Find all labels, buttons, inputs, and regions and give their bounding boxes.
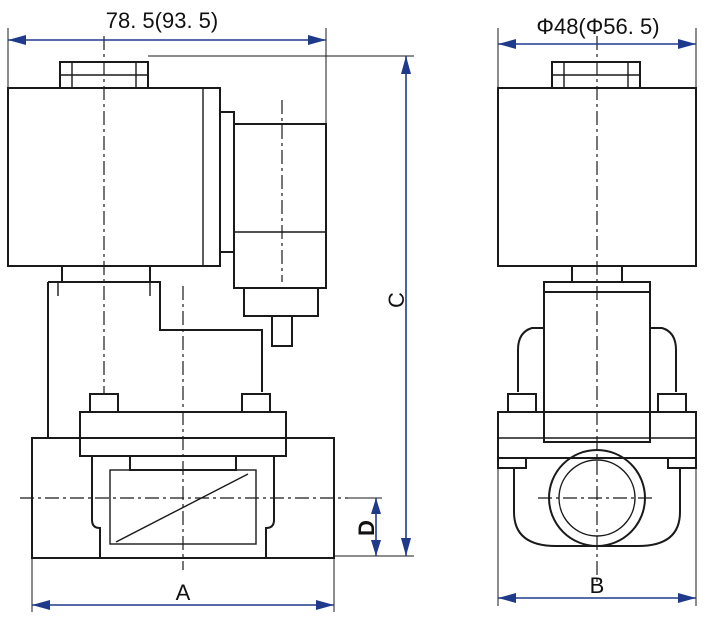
- side-hex-nut: [551, 61, 641, 89]
- dimension-width: 78. 5(93. 5): [7, 8, 327, 124]
- front-connector: [233, 123, 327, 347]
- side-bonnet: [497, 327, 697, 469]
- port-label: D: [354, 520, 379, 536]
- dimension-length: A: [31, 558, 335, 612]
- dimension-port: D: [334, 497, 382, 557]
- height-label: C: [384, 292, 409, 308]
- dimension-diameter: Φ48(Φ56. 5): [497, 14, 697, 88]
- dimensions: 78. 5(93. 5) Φ48(Φ56. 5) C D: [7, 8, 697, 612]
- diameter-label: Φ48(Φ56. 5): [536, 14, 659, 39]
- dimension-side-width: B: [497, 468, 697, 606]
- side-width-label: B: [590, 573, 605, 598]
- length-label: A: [176, 580, 191, 605]
- dimension-height: C: [148, 55, 414, 557]
- front-coil: [7, 87, 235, 267]
- width-label: 78. 5(93. 5): [106, 8, 219, 33]
- front-view: [7, 36, 348, 570]
- front-yoke: [47, 265, 263, 438]
- side-view: [497, 36, 697, 584]
